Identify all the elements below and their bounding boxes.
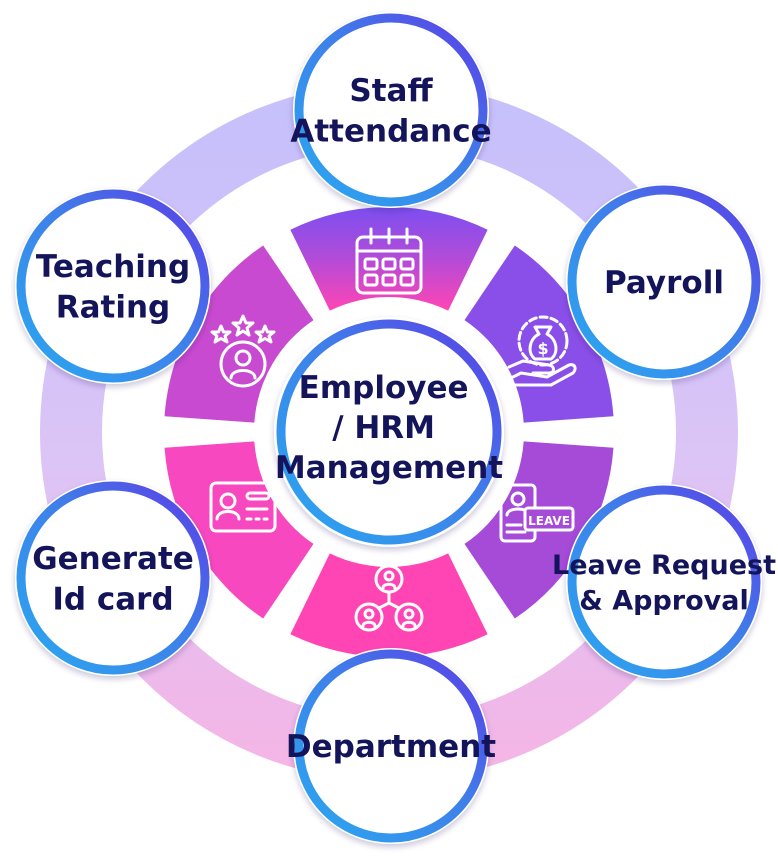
- center-node: Employee / HRM Management: [274, 317, 504, 547]
- module-label-line: Payroll: [604, 265, 724, 301]
- module-label-line: & Approval: [579, 585, 748, 616]
- module-circle-border: [294, 13, 488, 207]
- module-circle-border: [567, 185, 761, 379]
- money-bag-gear-icon: $: [507, 315, 577, 387]
- module-label-payroll: Payroll: [604, 265, 724, 301]
- star-rating-user-icon: [210, 314, 276, 388]
- module-label-line: Id card: [52, 581, 173, 617]
- svg-text:$: $: [537, 339, 548, 358]
- module-generate-id-card[interactable]: Generate Id card: [15, 480, 211, 676]
- team-network-icon: [354, 564, 424, 632]
- module-circle-border: [567, 485, 761, 679]
- center-title: Employee / HRM Management: [275, 370, 503, 486]
- module-circle-border: [16, 189, 210, 383]
- id-card-icon: [209, 481, 277, 533]
- calendar-icon: [355, 227, 423, 295]
- module-label-generate-id-card: Generate Id card: [32, 541, 194, 617]
- module-label-leave-request: Leave Request & Approval: [552, 550, 776, 616]
- module-leave-request[interactable]: Leave Request & Approval: [552, 484, 776, 680]
- module-label-line: Leave Request: [552, 550, 776, 581]
- module-circle-border: [16, 481, 210, 675]
- leave-icon-text: LEAVE: [528, 514, 570, 528]
- module-label-line: Teaching: [36, 249, 190, 285]
- module-payroll[interactable]: Payroll: [566, 184, 762, 380]
- leave-card-icon: LEAVE: [499, 483, 575, 543]
- segment-department: [290, 553, 488, 657]
- module-circle-border: [294, 649, 488, 843]
- module-department[interactable]: Department: [286, 648, 496, 844]
- module-label-line: Staff: [349, 73, 433, 109]
- module-label-line: Rating: [56, 289, 171, 325]
- module-label-department: Department: [286, 729, 496, 765]
- module-label-line: Department: [286, 729, 496, 765]
- module-label-line: Attendance: [290, 113, 491, 149]
- module-label-line: Generate: [32, 541, 194, 577]
